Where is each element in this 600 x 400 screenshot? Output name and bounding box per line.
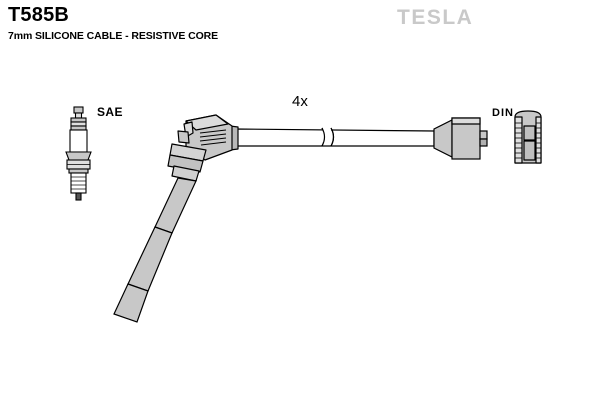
- coil-terminal-connector: [433, 117, 488, 160]
- din-connector-boot: [514, 110, 542, 164]
- ignition-cable: [235, 127, 435, 147]
- boot-flange-collar: [167, 143, 207, 182]
- product-specification: 7mm SILICONE CABLE - RESISTIVE CORE: [8, 30, 219, 42]
- angled-plug-boot: [177, 114, 239, 161]
- din-label: DIN: [492, 107, 514, 119]
- long-tapered-boot: [113, 177, 197, 323]
- brand-logo: TESLA: [397, 6, 474, 29]
- quantity-label: 4x: [292, 93, 308, 110]
- spark-plug-icon: [65, 106, 92, 201]
- sae-label: SAE: [97, 105, 123, 119]
- page-title: T585B: [8, 4, 70, 26]
